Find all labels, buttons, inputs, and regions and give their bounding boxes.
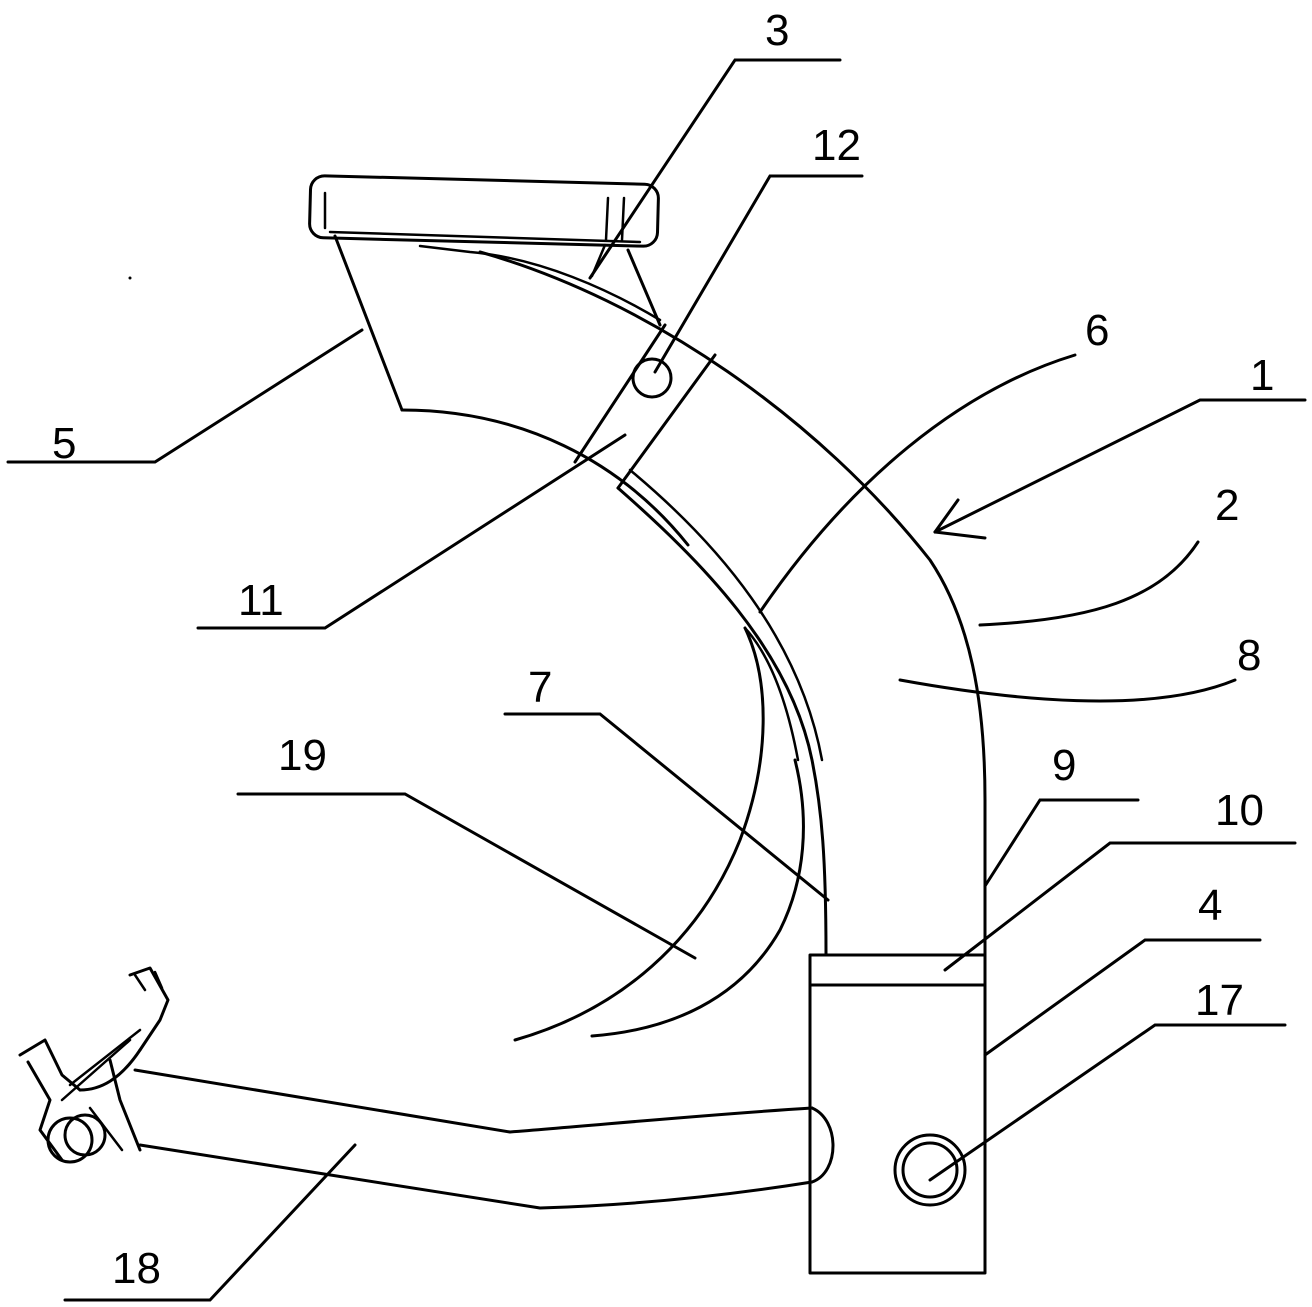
label-12: 12 xyxy=(812,121,861,170)
support-bracket xyxy=(335,236,688,545)
label-9: 9 xyxy=(1052,741,1076,790)
label-2: 2 xyxy=(1215,481,1239,530)
label-8: 8 xyxy=(1237,631,1261,680)
label-18: 18 xyxy=(112,1244,161,1293)
label-4: 4 xyxy=(1198,881,1222,930)
block-4 xyxy=(810,985,985,1273)
curved-arm xyxy=(480,252,985,955)
inner-rods xyxy=(515,628,803,1040)
label-11: 11 xyxy=(238,576,284,625)
label-3: 3 xyxy=(765,6,789,55)
bolt-17-outer xyxy=(895,1135,965,1205)
label-19: 19 xyxy=(278,731,327,780)
label-17: 17 xyxy=(1195,976,1244,1025)
label-7: 7 xyxy=(528,663,552,712)
bottom-tube xyxy=(135,1070,833,1208)
fork-clamp xyxy=(20,278,168,1162)
pivot-pin xyxy=(633,359,671,397)
label-5: 5 xyxy=(52,419,76,468)
label-6: 6 xyxy=(1085,306,1109,355)
leader-lines xyxy=(8,60,1305,1300)
top-pad xyxy=(309,175,659,246)
base-block xyxy=(810,955,985,1273)
reference-numerals: 3 12 5 6 1 2 8 11 7 19 9 10 4 17 18 xyxy=(52,6,1274,1293)
label-1: 1 xyxy=(1250,351,1274,400)
label-10: 10 xyxy=(1215,786,1264,835)
bolt-17-inner xyxy=(903,1143,957,1197)
